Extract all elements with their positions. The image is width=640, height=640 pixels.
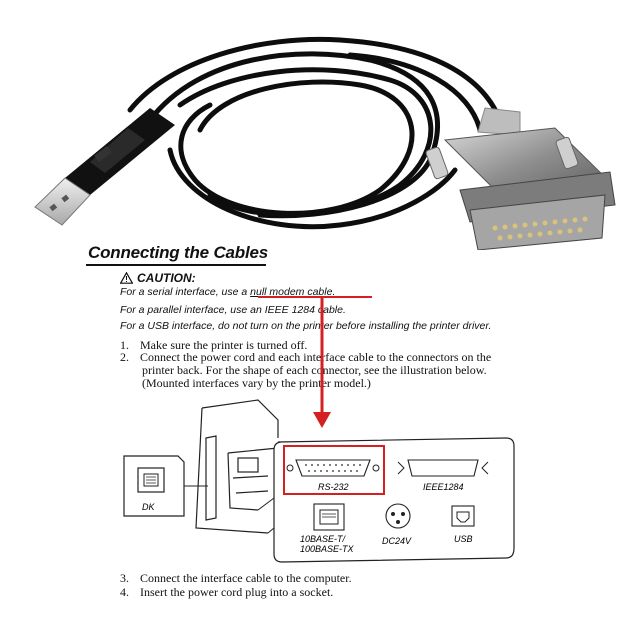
printer-illustration — [195, 399, 279, 534]
ieee1284-port: IEEE1284 — [397, 459, 489, 492]
rs232-label: RS-232 — [318, 482, 349, 492]
warning-icon — [120, 272, 133, 284]
step-1: 1.Make sure the printer is turned off. — [120, 338, 308, 352]
caution-line-serial: For a serial interface, use a null modem… — [120, 286, 336, 298]
step-2: 2.Connect the power cord and each interf… — [120, 350, 492, 364]
db25-connector — [425, 107, 616, 250]
caution-heading: CAUTION: — [120, 271, 196, 285]
step-4: 4.Insert the power cord plug into a sock… — [120, 585, 334, 599]
title-underline — [86, 264, 266, 266]
usb-label: USB — [454, 534, 473, 544]
step-3: 3.Connect the interface cable to the com… — [120, 571, 352, 585]
dc24v-label: DC24V — [382, 536, 412, 546]
null-modem-cable-text: null modem cable — [250, 286, 333, 298]
caution-label: CAUTION: — [137, 271, 196, 285]
dk-port: DK — [123, 455, 185, 517]
caution-line-usb: For a USB interface, do not turn on the … — [120, 320, 492, 332]
lan-label-1: 10BASE-T/ — [300, 534, 347, 544]
dc24v-port: DC24V — [382, 503, 412, 546]
ieee1284-label: IEEE1284 — [423, 482, 464, 492]
step-2-note: (Mounted interfaces vary by the printer … — [142, 376, 371, 390]
lan-label-2: 100BASE-TX — [300, 544, 355, 554]
cable-coil — [127, 36, 503, 230]
usb-plug — [34, 108, 175, 226]
lan-port: 10BASE-T/ 100BASE-TX — [300, 503, 355, 554]
caution-line-parallel: For a parallel interface, use an IEEE 12… — [120, 304, 346, 316]
connector-diagram: DK RS-232 IEEE1284 10BASE-T/ 100BASE-TX — [123, 399, 515, 563]
section-title: Connecting the Cables — [88, 243, 268, 262]
step-2-continuation: printer back. For the shape of each conn… — [142, 363, 487, 377]
cable-photo — [34, 36, 616, 250]
usb-port: USB — [451, 505, 475, 544]
rs232-port: RS-232 — [283, 445, 385, 495]
dk-label: DK — [142, 502, 155, 512]
